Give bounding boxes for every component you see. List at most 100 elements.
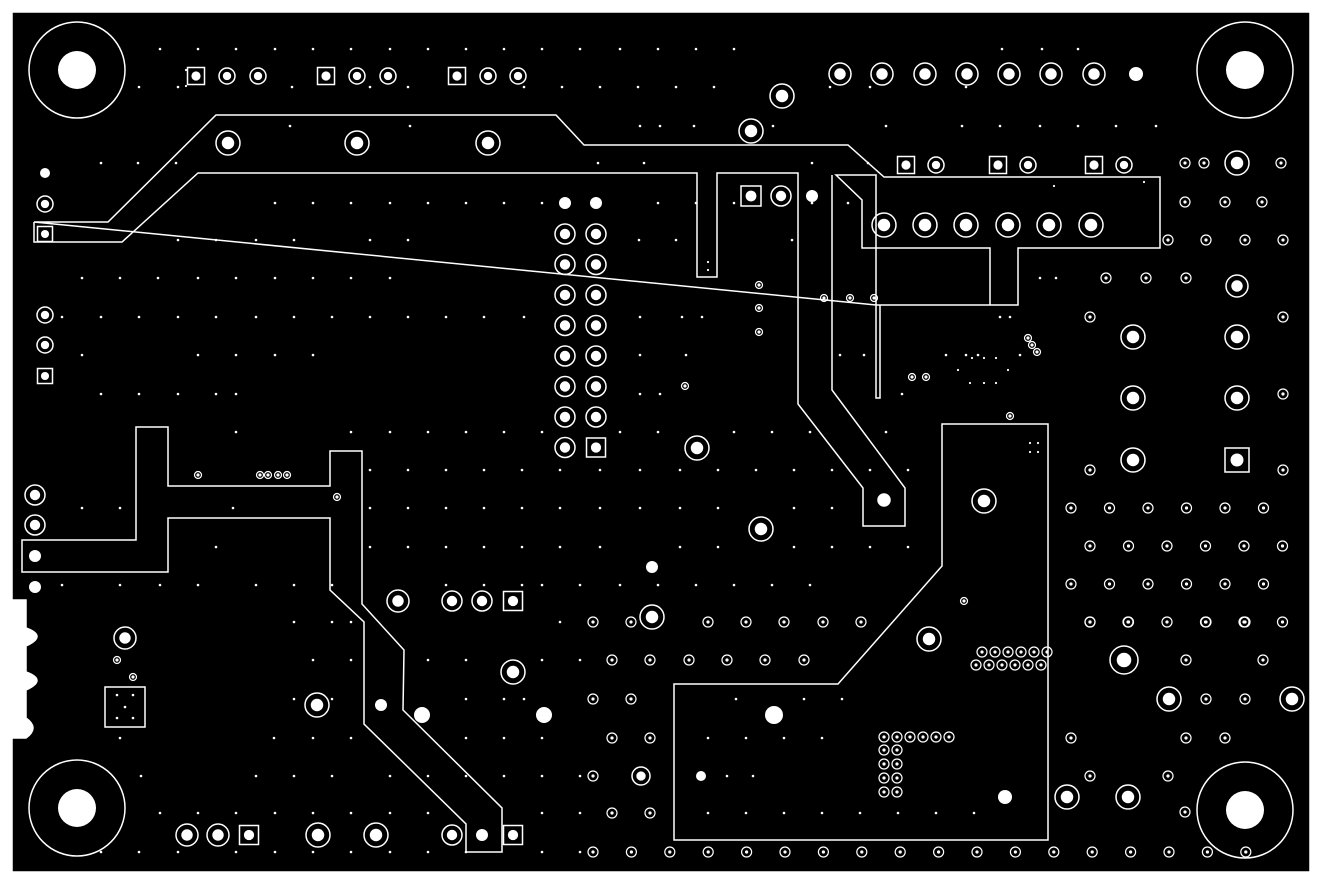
through-hole-pad (770, 185, 792, 207)
pad-drill (222, 71, 232, 81)
via-ring (1022, 659, 1034, 671)
via-ring (754, 303, 764, 313)
via-drill (921, 735, 925, 739)
via (158, 811, 162, 815)
via-ring (587, 846, 599, 858)
filled-pad (29, 581, 41, 593)
via-ring (856, 846, 868, 858)
via (694, 201, 698, 205)
via-drill (725, 658, 729, 662)
pad-drill (590, 289, 602, 301)
pad-drill (1126, 330, 1140, 344)
via-ring (1219, 578, 1231, 590)
via (464, 736, 468, 740)
through-hole-pad (441, 590, 463, 612)
via-drill (1090, 850, 1094, 854)
via-ring (1100, 272, 1112, 284)
via (254, 583, 258, 587)
filled-pad (536, 707, 552, 723)
pad-drill (181, 829, 193, 841)
via-drill (744, 620, 748, 624)
via-ring (1201, 846, 1214, 858)
pad-drill (645, 610, 659, 624)
via-ring (891, 744, 903, 756)
via-ring (878, 758, 890, 770)
via-ring (1200, 616, 1212, 628)
via-drill (648, 736, 652, 740)
through-hole-pad (1082, 62, 1106, 86)
through-hole-pad (738, 118, 764, 144)
via-ring (891, 731, 903, 743)
via (388, 430, 392, 434)
through-hole-pad (955, 62, 979, 86)
via-ring (606, 732, 618, 744)
through-hole-pad (554, 253, 576, 276)
through-hole-pad (218, 67, 236, 85)
pad-drill (40, 229, 50, 239)
via (678, 468, 682, 472)
via-ring (891, 772, 903, 784)
via-drill (1045, 650, 1049, 654)
via-drill (1013, 663, 1017, 667)
mounting-hole (1226, 51, 1264, 89)
via (292, 620, 296, 624)
pad-drill (559, 320, 571, 331)
via-drill (1165, 544, 1169, 548)
via-ring (878, 731, 890, 743)
via (656, 583, 660, 587)
pad-drill (507, 829, 519, 841)
through-hole-pad (828, 62, 852, 86)
through-hole-pad (554, 223, 576, 245)
square-pad (502, 590, 524, 612)
via-drill (848, 296, 852, 300)
via-ring (1023, 333, 1033, 343)
via-ring (1257, 578, 1270, 590)
via (540, 430, 544, 434)
via-ring (1200, 234, 1212, 246)
via (522, 697, 526, 701)
via (896, 811, 900, 815)
via-drill (591, 697, 595, 701)
via (1076, 47, 1080, 51)
via (868, 85, 872, 89)
via-ring (1005, 411, 1015, 421)
via-drill (266, 473, 270, 477)
via-ring (644, 807, 656, 819)
via (692, 124, 696, 128)
via-ring (959, 596, 969, 606)
via-ring (1161, 540, 1173, 552)
via (368, 545, 372, 549)
via (137, 392, 141, 396)
via (964, 353, 968, 357)
pad-drill (40, 310, 50, 320)
pad-drill (834, 68, 846, 80)
pad-drill (559, 228, 571, 240)
through-hole-pad (1115, 156, 1133, 174)
via-ring (1103, 578, 1116, 590)
via-drill (1069, 506, 1073, 510)
via (520, 583, 524, 587)
via-drill (1243, 697, 1247, 701)
via-ring (1161, 616, 1173, 628)
via-drill (821, 620, 825, 624)
via-drill (821, 850, 826, 854)
via (349, 47, 353, 51)
via-ring (778, 616, 790, 628)
via-ring (1239, 616, 1251, 628)
via-ring (702, 616, 714, 628)
via (176, 850, 180, 854)
via-drill (763, 658, 767, 662)
via (520, 468, 524, 472)
via-drill (783, 850, 787, 854)
pad-drill (775, 190, 787, 202)
via (828, 85, 832, 89)
via (578, 583, 582, 587)
via (810, 201, 814, 205)
via (464, 201, 468, 205)
filled-pad (646, 561, 658, 573)
pad-drill (1230, 330, 1244, 344)
via-drill (1261, 582, 1266, 586)
filled-pad (476, 829, 488, 841)
pad-drill (1126, 453, 1140, 467)
via (273, 276, 277, 280)
